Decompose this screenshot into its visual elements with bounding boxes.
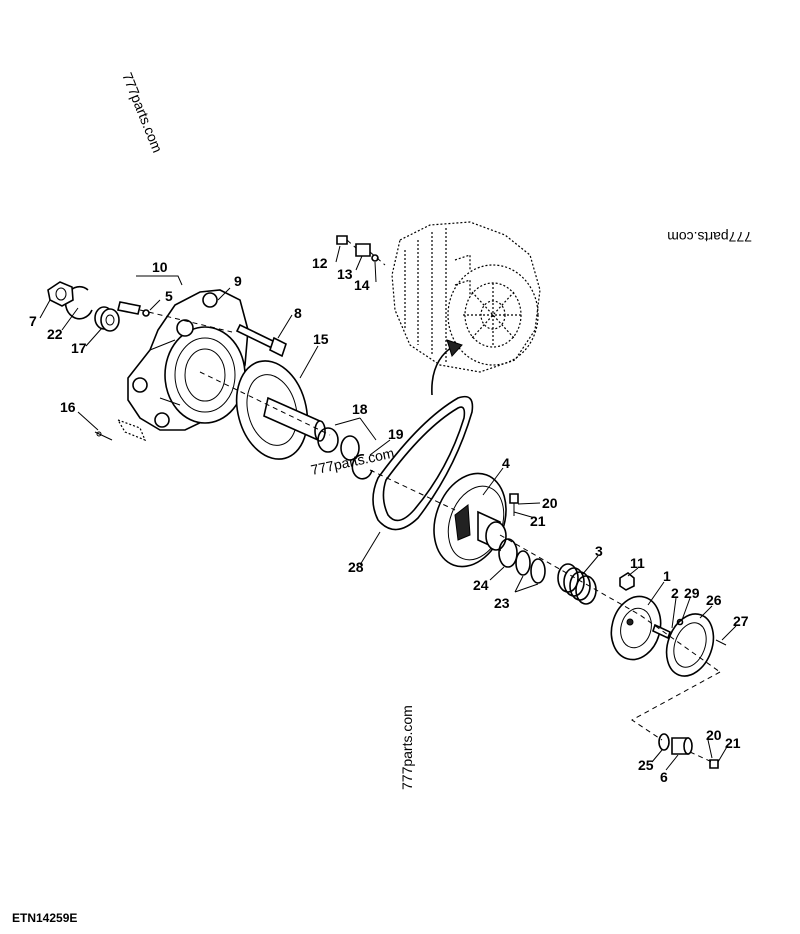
gasket-26	[665, 613, 715, 677]
watermark-top-right: 777parts.com	[667, 229, 752, 245]
figure-id: ETN14259E	[12, 911, 77, 925]
bearing-17	[94, 306, 120, 332]
callout-15: 15	[313, 331, 329, 347]
hub-1	[610, 595, 671, 661]
watermark-bottom: 777parts.com	[399, 705, 415, 790]
shim-rings-18	[317, 427, 360, 461]
bushing-6	[671, 737, 693, 755]
callout-8: 8	[294, 305, 302, 321]
callout-23: 23	[494, 595, 510, 611]
callout-19: 19	[388, 426, 404, 442]
callout-6: 6	[660, 769, 668, 785]
screw-20-21-lower	[709, 759, 719, 769]
watermark-top-left: 777parts.com	[119, 70, 166, 155]
callout-27: 27	[733, 613, 749, 629]
bushing-24	[498, 538, 518, 568]
callout-20a: 20	[542, 495, 558, 511]
callout-18: 18	[352, 401, 368, 417]
pin-16-head	[96, 431, 102, 437]
callout-7: 7	[29, 313, 37, 329]
callout-3: 3	[595, 543, 603, 559]
pin-16	[94, 431, 113, 441]
callout-28: 28	[348, 559, 364, 575]
snap-ring-19	[351, 454, 373, 480]
callout-17: 17	[71, 340, 87, 356]
callout-4: 4	[502, 455, 510, 471]
callout-10: 10	[152, 259, 168, 275]
snap-ring-22	[64, 285, 93, 320]
callout-1: 1	[663, 568, 671, 584]
callout-12: 12	[312, 255, 328, 271]
callout-16: 16	[60, 399, 76, 415]
assembly-lines	[139, 309, 721, 763]
pulley-shaft-15	[235, 360, 326, 460]
callout-14: 14	[354, 277, 370, 293]
callout-21a: 21	[530, 513, 546, 529]
nut-11	[619, 572, 635, 591]
leader-lines	[39, 245, 737, 771]
nut-7	[47, 281, 74, 307]
callout-5: 5	[165, 288, 173, 304]
callout-24: 24	[473, 577, 489, 593]
pulley-4	[433, 472, 507, 568]
callout-11: 11	[630, 555, 645, 571]
fitting-5	[117, 301, 150, 317]
screw-27	[715, 639, 727, 646]
callout-9: 9	[234, 273, 242, 289]
callout-21b: 21	[725, 735, 741, 751]
callout-29: 29	[684, 585, 700, 601]
callout-26: 26	[706, 592, 722, 608]
washer-25	[658, 733, 670, 751]
callout-13: 13	[337, 266, 353, 282]
callout-25: 25	[638, 757, 654, 773]
callout-labels: 7 22 17 10 5 9 8 15 16 12 13 14 18 19 28…	[29, 255, 749, 785]
callout-22: 22	[47, 326, 63, 342]
spring-3	[557, 563, 597, 605]
callout-2: 2	[671, 585, 679, 601]
engine-fan-phantom	[391, 221, 541, 373]
rings-23	[515, 550, 546, 584]
screw-20-21	[509, 493, 519, 516]
install-arrowhead	[446, 339, 463, 357]
fittings-12-13-14	[336, 235, 386, 266]
bolt-8	[235, 323, 287, 358]
callout-20b: 20	[706, 727, 722, 743]
drive-belt-28	[372, 395, 474, 531]
